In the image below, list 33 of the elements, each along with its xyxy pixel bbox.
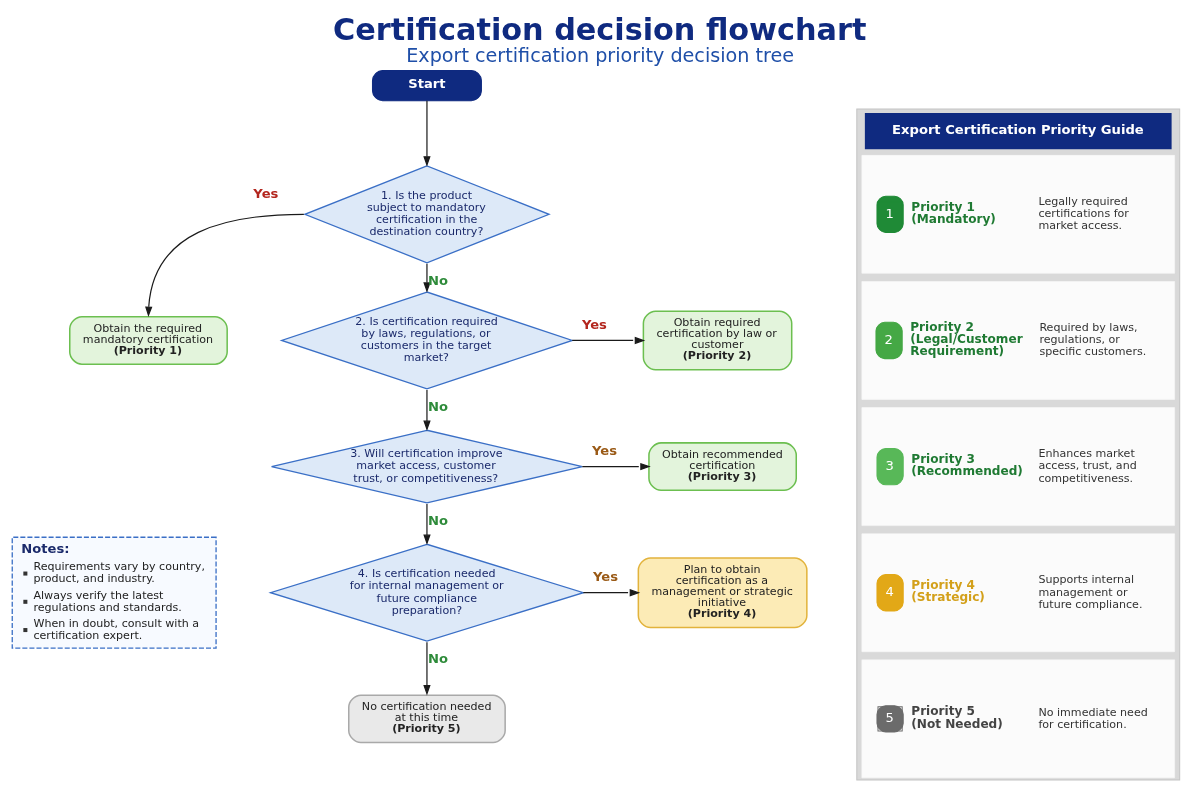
arrow — [423, 641, 431, 695]
node-box: Plan to obtain certification as a management or strategic initiative (Priority 4) — [637, 556, 808, 628]
node-box: Start — [371, 69, 482, 101]
node-diamond: 4. Is certification needed for internal management or future compliance preparation? — [268, 543, 586, 642]
node-diamond: 1. Is the product subject to mandatory certification in the destination country? — [303, 164, 551, 263]
node-box: Obtain the required mandatory certification (Priority 1) — [69, 315, 228, 365]
node-box: No certification needed at this time (Priority 5) — [348, 693, 506, 743]
arrow — [423, 502, 431, 545]
arrow — [145, 213, 305, 317]
arrow — [423, 388, 431, 431]
arrow — [571, 336, 646, 344]
node-box: 1 Priority 1 (Mandatory) Legally required certifications for market access. — [861, 154, 1175, 274]
edge-label: No — [428, 650, 449, 666]
node-diamond: 2. Is certification required by laws, regulations, or customers in the target market? — [279, 290, 575, 390]
node-box: 4 Priority 4 (Strategic) Supports internal management or future compliance. — [861, 532, 1175, 652]
node-box: Obtain recommended certification (Priority 3) — [648, 441, 797, 491]
node-box: Notes: Requirements vary by country, product, and industry. Always verify the latest regulations and standards. When in doubt, consult with a certification expert. — [11, 536, 217, 649]
edge-label: Yes — [581, 316, 607, 332]
edge-label: No — [428, 272, 449, 288]
edge-label: No — [428, 398, 449, 414]
edge-label: No — [428, 512, 449, 528]
arrow — [581, 462, 651, 470]
arrow — [423, 262, 431, 293]
arrow — [582, 588, 641, 596]
node-box: Obtain required certification by law or customer (Priority 2) — [642, 309, 793, 370]
node-diamond: 3. Will certification improve market access, customer trust, or competitiveness? — [270, 429, 583, 504]
edge-label: Yes — [592, 568, 618, 584]
edge-label: Yes — [253, 185, 279, 201]
node-box: 3 Priority 3 (Recommended) Enhances market access, trust, and competitiveness. — [861, 406, 1175, 526]
edge-label: Yes — [591, 442, 617, 458]
arrow — [423, 99, 431, 167]
node-box: 2 Priority 2 (Legal/Customer Requirement) Required by laws, regulations, or specific customers. — [861, 280, 1175, 400]
node-box: 5 Priority 5 (Not Needed) No immediate need for certification. — [861, 659, 1175, 778]
